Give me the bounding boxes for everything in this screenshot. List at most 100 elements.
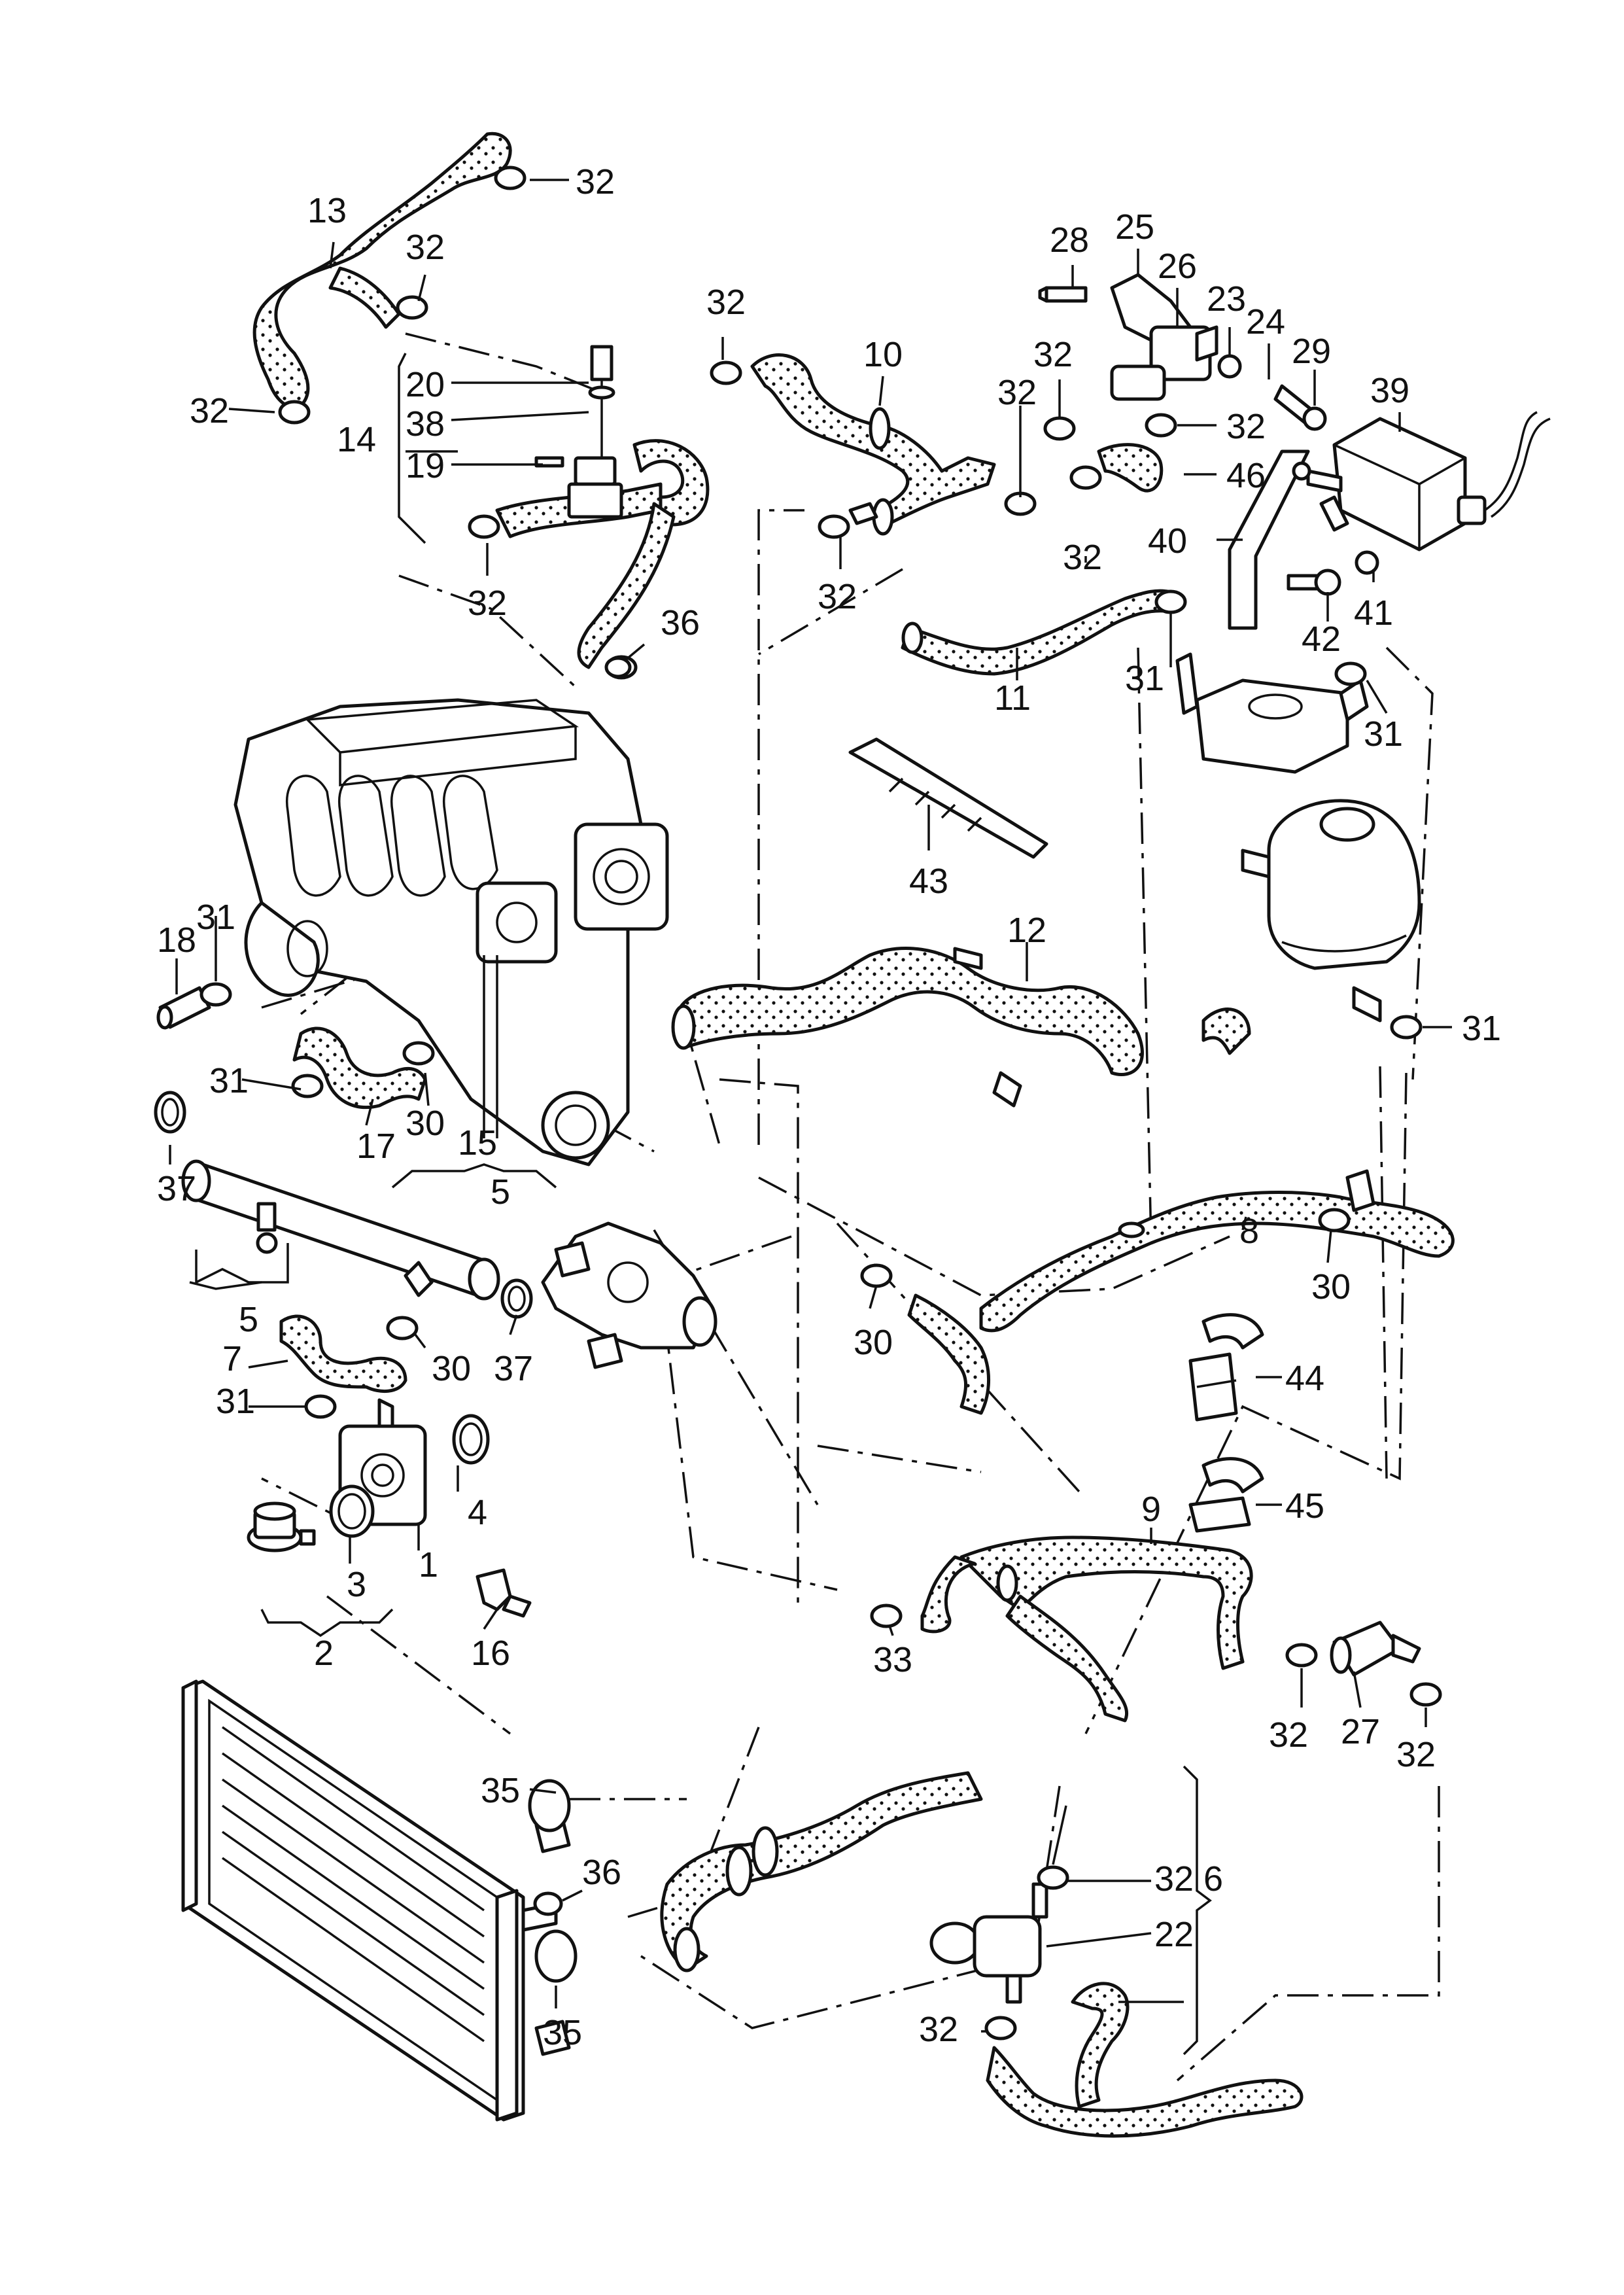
- label-2: 2: [314, 1634, 334, 1673]
- label-32-hose10-right-a: 32: [1033, 335, 1073, 374]
- cable-tie-43: [848, 737, 1048, 859]
- label-32-left-clamp: 32: [190, 391, 229, 430]
- label-30-mid: 30: [432, 1349, 471, 1388]
- breather-hose-13: [252, 131, 512, 410]
- hose-clamps: [199, 166, 1442, 2041]
- hose-7: [279, 1314, 407, 1393]
- label-35-lower: 35: [543, 2013, 582, 2052]
- label-5-lower: 5: [239, 1300, 258, 1339]
- label-43: 43: [909, 862, 948, 901]
- bracket-16: [475, 1568, 532, 1618]
- hose-8: [907, 1169, 1455, 1415]
- clip-44: [1188, 1313, 1264, 1422]
- label-32-valve27-left: 32: [1269, 1715, 1308, 1755]
- label-31-upper-right-a: 31: [1125, 659, 1164, 698]
- bracket-40: [1228, 449, 1379, 630]
- label-4: 4: [468, 1493, 487, 1532]
- label-28: 28: [1050, 220, 1089, 260]
- label-42: 42: [1302, 620, 1341, 659]
- seal-ring-4: [452, 1414, 490, 1465]
- valve-27: [1330, 1621, 1421, 1677]
- hose-17: [292, 1026, 427, 1110]
- label-29: 29: [1292, 332, 1331, 371]
- label-30-left: 30: [406, 1104, 445, 1143]
- label-37-left: 37: [157, 1169, 196, 1208]
- seal-ring-3: [329, 1484, 375, 1538]
- label-31-expansion-tank: 31: [1462, 1009, 1501, 1048]
- hose-9: [920, 1535, 1253, 1723]
- label-16: 16: [471, 1634, 510, 1673]
- label-32-upper-hose: 32: [406, 228, 445, 267]
- hose-10: [750, 353, 996, 536]
- label-32-top-right-clamp: 32: [576, 162, 615, 201]
- label-11: 11: [994, 678, 1031, 718]
- label-36-bottom: 36: [582, 1853, 621, 1892]
- leader-lines: [169, 179, 1452, 2056]
- coolant-flange-housing: [541, 1221, 717, 1369]
- oil-cooler-tank-right: [1175, 652, 1369, 774]
- activated-charcoal-filter-39: [1306, 411, 1551, 552]
- label-32-lower-hose: 32: [468, 584, 507, 623]
- label-31-upper-right-b: 31: [1364, 714, 1403, 754]
- pressure-valve-22: [929, 1882, 1048, 2004]
- clip-45: [1188, 1457, 1264, 1533]
- hose-12: [671, 947, 1251, 1108]
- label-31-left-upper: 31: [196, 898, 235, 937]
- label-38: 38: [406, 404, 445, 444]
- label-15: 15: [458, 1123, 497, 1163]
- label-39: 39: [1370, 371, 1409, 410]
- engine-block: [233, 698, 669, 1166]
- label-35-upper: 35: [481, 1771, 520, 1810]
- label-6: 6: [1203, 1859, 1223, 1899]
- label-40: 40: [1148, 521, 1187, 561]
- label-26: 26: [1158, 247, 1197, 286]
- label-32-hose10-left: 32: [706, 283, 746, 322]
- label-17: 17: [356, 1127, 396, 1166]
- label-25: 25: [1115, 207, 1154, 247]
- label-3: 3: [347, 1565, 366, 1604]
- lower-hose-6: [660, 1771, 983, 1972]
- label-12: 12: [1007, 911, 1046, 950]
- label-27: 27: [1341, 1712, 1380, 1751]
- label-30-center: 30: [854, 1323, 893, 1362]
- thermostat-2: [247, 1501, 316, 1552]
- part-number-labels: 32 13 32 32 20 38 14 19 32 36 32 10 32 3…: [157, 162, 1501, 2052]
- label-46: 46: [1226, 456, 1266, 495]
- expansion-tank: [1241, 799, 1421, 1023]
- hose-assembly-14: [495, 345, 710, 669]
- label-30-right: 30: [1311, 1267, 1351, 1306]
- label-18: 18: [157, 920, 196, 960]
- label-32-valve27-right: 32: [1396, 1735, 1436, 1774]
- label-31-left-lower: 31: [216, 1382, 255, 1421]
- label-32-lower-left: 32: [919, 2010, 958, 2049]
- label-32-hose10-right-b: 32: [997, 373, 1037, 412]
- label-14: 14: [337, 420, 376, 459]
- label-10: 10: [863, 335, 903, 374]
- label-24: 24: [1246, 302, 1285, 342]
- label-33: 33: [873, 1640, 912, 1679]
- pipe-18: [156, 986, 211, 1030]
- label-20: 20: [406, 365, 445, 404]
- label-44: 44: [1285, 1359, 1324, 1398]
- label-8: 8: [1239, 1212, 1259, 1251]
- label-31-left-mid: 31: [209, 1061, 249, 1100]
- coolant-pipe-15: [154, 1091, 533, 1319]
- label-22: 22: [1154, 1915, 1194, 1954]
- label-41: 41: [1354, 593, 1393, 633]
- label-36-top: 36: [661, 603, 700, 642]
- label-37-mid: 37: [494, 1349, 533, 1388]
- label-1: 1: [419, 1545, 438, 1585]
- lower-hose-bottom: [986, 1982, 1304, 2138]
- label-5-upper: 5: [491, 1172, 510, 1212]
- radiator: [181, 1679, 571, 2122]
- valve-assembly-26: [1038, 273, 1327, 493]
- label-9: 9: [1141, 1490, 1161, 1529]
- label-19: 19: [406, 446, 445, 485]
- label-32-valve-right: 32: [1226, 407, 1266, 446]
- label-23: 23: [1207, 279, 1246, 319]
- label-32-lower-right: 32: [1154, 1859, 1194, 1899]
- label-13: 13: [307, 191, 347, 230]
- label-32-hose10-bottom: 32: [818, 577, 857, 616]
- label-7: 7: [222, 1339, 242, 1378]
